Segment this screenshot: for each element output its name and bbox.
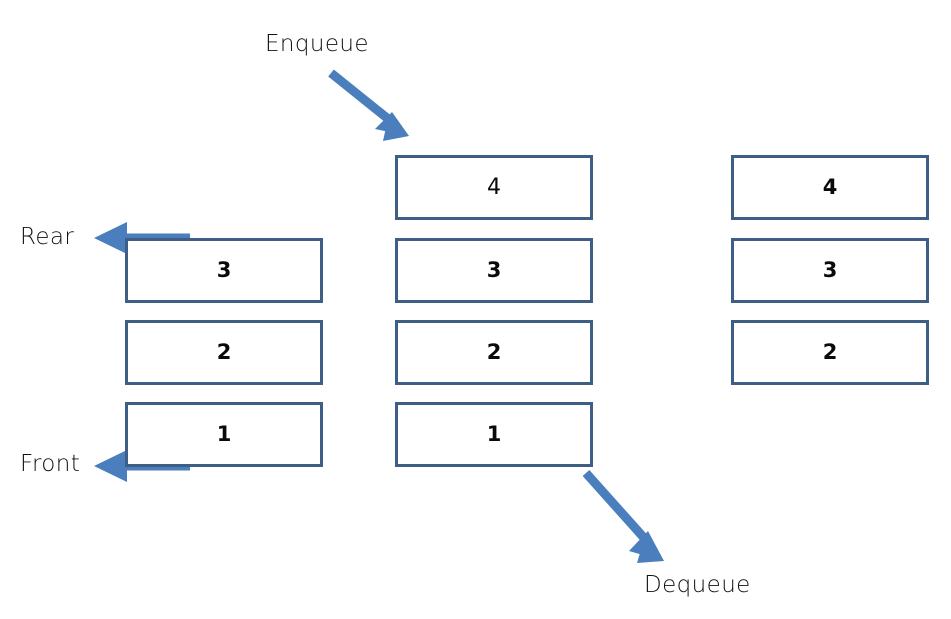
left-queue-box-2-value: 1: [216, 422, 232, 446]
rear-label: Rear: [20, 224, 75, 250]
left-queue-box-2: 1: [125, 402, 323, 467]
middle-queue-box-3: 1: [395, 402, 593, 467]
right-queue-box-1-value: 3: [822, 258, 838, 282]
middle-queue-box-0: 4: [395, 155, 593, 220]
right-queue-box-2: 2: [731, 320, 929, 385]
right-queue-box-2-value: 2: [822, 340, 838, 364]
right-queue-box-0-value: 4: [822, 175, 838, 199]
middle-queue-box-2: 2: [395, 320, 593, 385]
left-queue-box-1-value: 2: [216, 340, 232, 364]
middle-queue-box-1-value: 3: [486, 258, 502, 282]
middle-queue-box-0-value: 4: [487, 174, 501, 200]
middle-queue-box-2-value: 2: [486, 340, 502, 364]
left-queue-box-0: 3: [125, 238, 323, 303]
front-label: Front: [20, 451, 81, 477]
middle-queue-box-1: 3: [395, 238, 593, 303]
left-queue-box-0-value: 3: [216, 258, 232, 282]
dequeue-arrow: [582, 470, 664, 563]
dequeue-label: Dequeue: [644, 572, 751, 598]
middle-queue-box-3-value: 1: [486, 422, 502, 446]
right-queue-box-1: 3: [731, 238, 929, 303]
left-queue-box-1: 2: [125, 320, 323, 385]
enqueue-arrow: [328, 69, 409, 141]
right-queue-box-0: 4: [731, 155, 929, 220]
enqueue-label: Enqueue: [265, 31, 369, 57]
